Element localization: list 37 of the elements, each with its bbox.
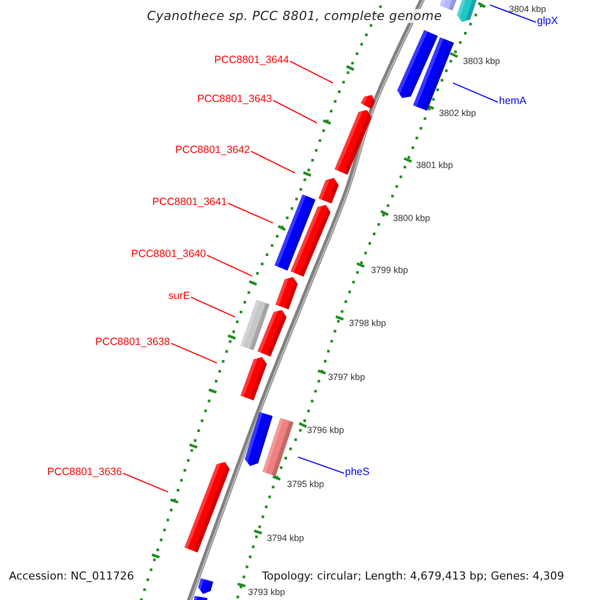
scale-label: 3796 kbp — [307, 424, 344, 436]
scale-label: 3800 kbp — [393, 212, 430, 224]
title: Cyanothece sp. PCC 8801, complete genome — [147, 9, 442, 24]
gene-label: PCC8801_3638 — [95, 336, 170, 348]
scale-label: 3794 kbp — [267, 532, 304, 544]
gene-label: glpX — [537, 15, 558, 28]
scale-label: 3798 kbp — [349, 318, 386, 328]
leader-line — [250, 150, 296, 174]
scale-label: 3795 kbp — [287, 478, 324, 490]
scale-label: 3799 kbp — [371, 264, 408, 276]
gene-label: PCC8801_3641 — [152, 196, 227, 208]
scale-label: 3797 kbp — [328, 372, 366, 382]
gene-label: hemA — [499, 95, 526, 108]
gene-label: surE — [168, 290, 190, 302]
leader-line — [170, 342, 218, 364]
gene-label: PCC8801_3640 — [131, 248, 206, 260]
gene-label: PCC8801_3636 — [47, 466, 122, 478]
leader-line — [290, 60, 334, 84]
leader-line — [272, 100, 318, 124]
scale-label: 3793 kbp — [248, 586, 286, 598]
scale-label: 3804 kbp — [509, 4, 546, 14]
leader-line — [452, 82, 498, 103]
gene-label: PCC8801_3642 — [175, 144, 250, 156]
leader-line — [122, 472, 168, 492]
leader-line — [206, 254, 252, 276]
scale-label: 3801 kbp — [416, 160, 454, 170]
genome-info: Topology: circular; Length: 4,679,413 bp; Genes: 4,309 — [262, 570, 564, 584]
accession-label: Accession: NC_011726 — [9, 570, 134, 584]
leader-line — [228, 202, 274, 224]
scale-label: 3802 kbp — [439, 108, 476, 118]
scale-label: 3803 kbp — [463, 56, 500, 66]
gene-label: PCC8801_3644 — [214, 54, 289, 66]
gene-label: pheS — [345, 466, 370, 478]
leader-line — [490, 4, 536, 23]
leader-line — [298, 456, 344, 474]
gene-label: PCC8801_3643 — [197, 93, 272, 106]
leader-line — [190, 296, 236, 318]
